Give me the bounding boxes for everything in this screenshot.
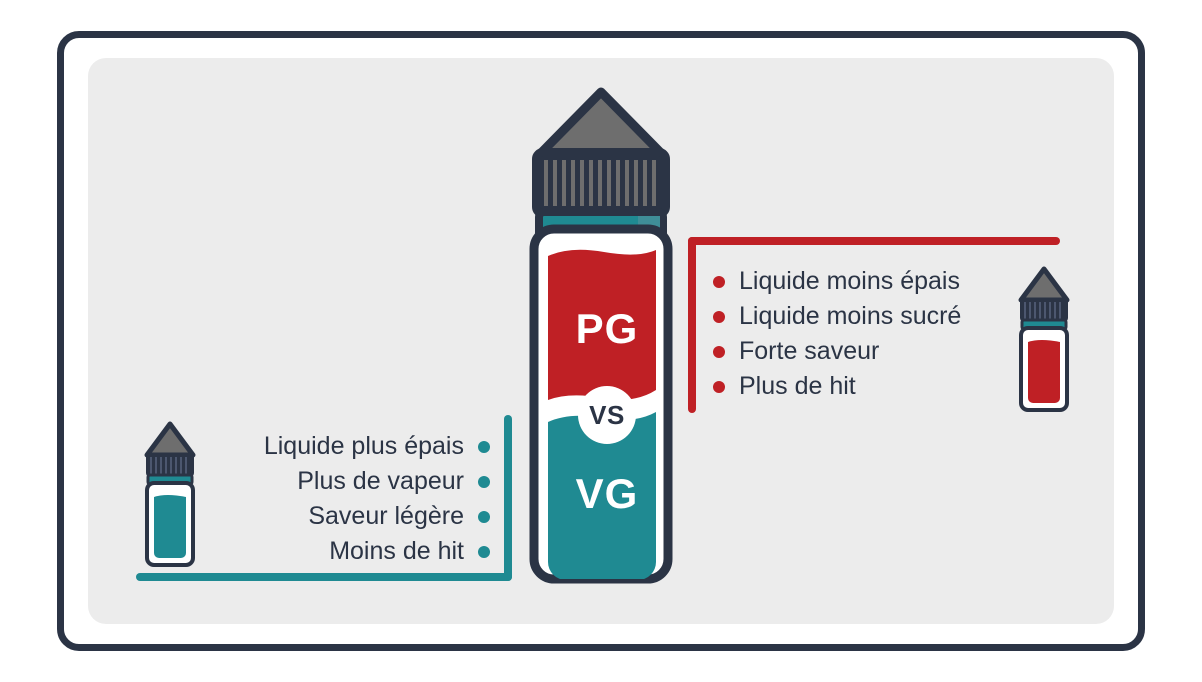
vg-feature-label: Plus de vapeur (297, 467, 464, 495)
pg-label: PG (575, 305, 639, 352)
bullet-dot-icon (713, 380, 725, 393)
bullet-dot-icon (478, 475, 490, 488)
vg-small-bottle-icon (131, 419, 209, 571)
pg-feature-label: Forte saveur (739, 337, 880, 365)
pg-small-bottle-icon (1005, 264, 1083, 416)
vg-feature-label: Saveur légère (308, 502, 464, 530)
vg-bracket-horizontal-bar (136, 573, 512, 581)
pg-feature-label: Liquide moins épais (739, 267, 960, 295)
list-item: Liquide plus épais (255, 429, 490, 464)
bullet-dot-icon (713, 310, 725, 323)
list-item: Plus de hit (713, 369, 961, 404)
bullet-dot-icon (713, 275, 725, 288)
pg-bracket-horizontal-bar (688, 237, 1060, 245)
list-item: Liquide moins sucré (713, 299, 961, 334)
pg-bracket-vertical-bar (688, 237, 696, 413)
bullet-dot-icon (713, 345, 725, 358)
pg-bracket (688, 237, 1060, 413)
list-item: Plus de vapeur (255, 464, 490, 499)
vg-feature-label: Moins de hit (329, 537, 464, 565)
bullet-dot-icon (478, 440, 490, 453)
vg-feature-label: Liquide plus épais (263, 432, 464, 460)
pg-feature-label: Plus de hit (739, 372, 856, 400)
list-item: Forte saveur (713, 334, 961, 369)
vg-label: VG (575, 470, 639, 517)
bullet-dot-icon (478, 545, 490, 558)
vg-feature-list: Liquide plus épais Plus de vapeur Saveur… (255, 429, 490, 569)
vg-bracket-vertical-bar (504, 415, 512, 581)
pg-feature-list: Liquide moins épais Liquide moins sucré … (713, 264, 961, 404)
list-item: Saveur légère (255, 499, 490, 534)
vs-badge: VS (578, 386, 636, 444)
list-item: Moins de hit (255, 534, 490, 569)
vg-bracket (136, 415, 512, 581)
bullet-dot-icon (478, 510, 490, 523)
pg-feature-label: Liquide moins sucré (739, 302, 962, 330)
list-item: Liquide moins épais (713, 264, 961, 299)
